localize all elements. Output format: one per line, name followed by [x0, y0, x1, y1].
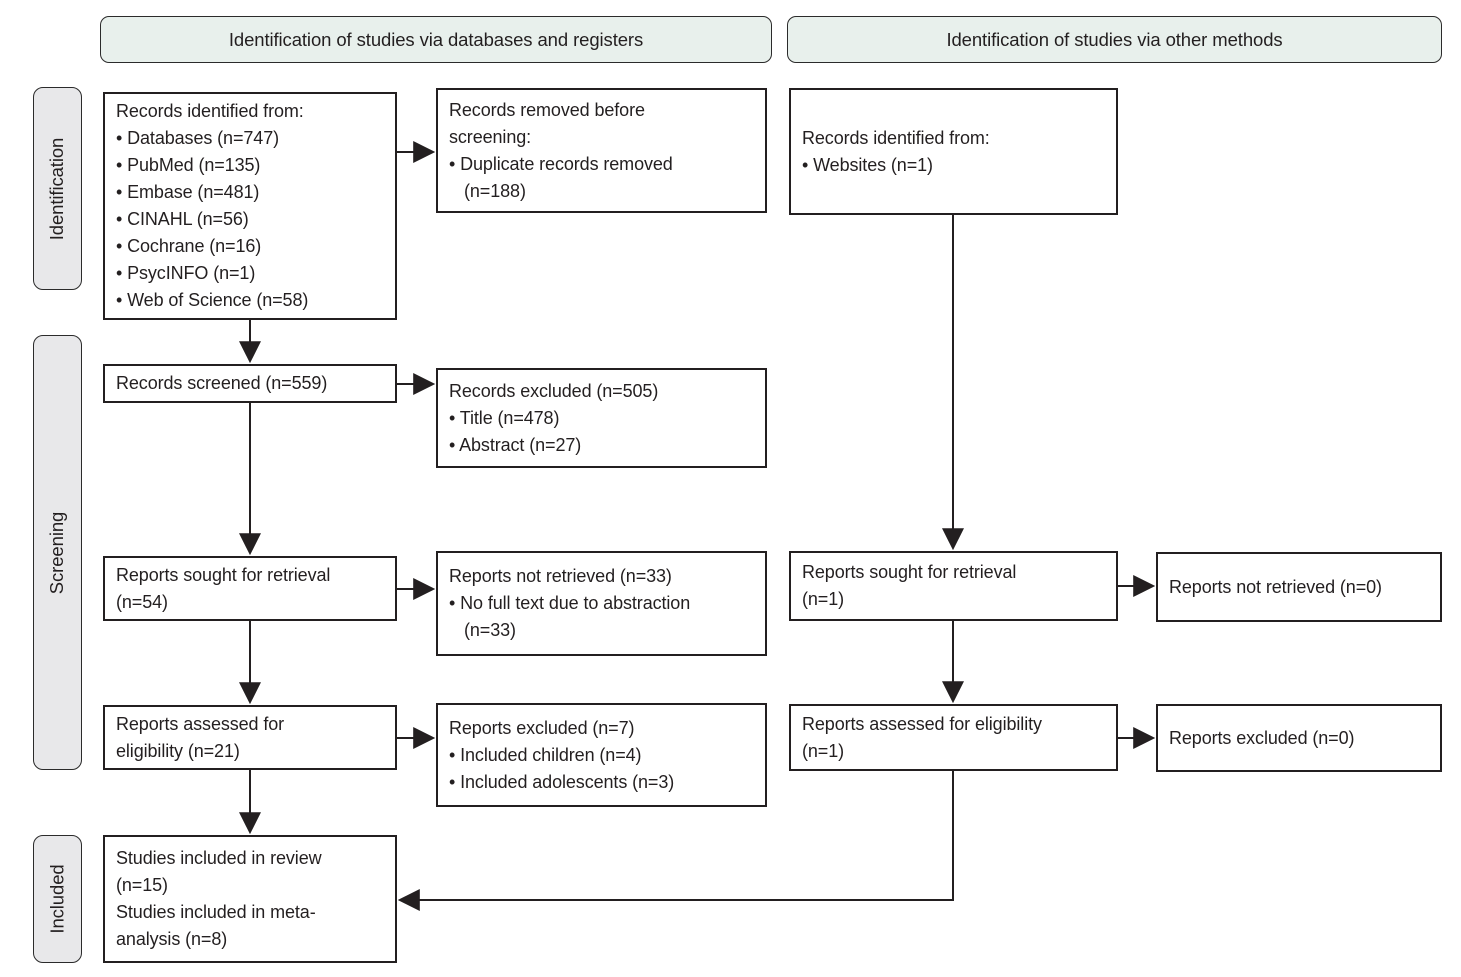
header-other-methods: Identification of studies via other meth… — [787, 16, 1442, 63]
header-databases-registers-label: Identification of studies via databases … — [228, 28, 644, 50]
box-line: Records excluded (n=505) — [449, 380, 659, 401]
box-line: Reports sought for retrieval — [802, 562, 1017, 582]
box-line: • Websites (n=1) — [802, 154, 933, 175]
box-line: • CINAHL (n=56) — [116, 209, 249, 229]
reports-assessed-db-box: Reports assessed for eligibility (n=21) — [103, 705, 397, 770]
studies-included-box: Studies included in review (n=15) Studie… — [103, 835, 397, 963]
records-excluded-box: Records excluded (n=505) • Title (n=478)… — [436, 368, 767, 468]
records-identified-db-box: Records identified from: • Databases (n=… — [103, 92, 397, 320]
box-line: (n=1) — [802, 589, 845, 609]
box-line: Reports sought for retrieval — [116, 564, 331, 585]
box-line: Records identified from: — [116, 101, 304, 121]
box-line: Reports assessed for eligibility — [802, 713, 1042, 734]
box-line: • Duplicate records removed — [449, 153, 673, 174]
reports-not-retrieved-db-box: Reports not retrieved (n=33) • No full t… — [436, 551, 767, 656]
box-line: analysis (n=8) — [116, 929, 228, 949]
reports-excluded-db-box: Reports excluded (n=7) • Included childr… — [436, 703, 767, 807]
reports-excluded-other-box: Reports excluded (n=0) — [1156, 704, 1442, 772]
box-line: screening: — [449, 126, 532, 147]
box-line: • No full text due to abstraction — [449, 593, 691, 613]
stage-label-screening-text: Screening — [46, 511, 68, 594]
records-removed-box: Records removed before screening: • Dupl… — [436, 88, 767, 213]
box-line: (n=15) — [116, 875, 168, 895]
reports-sought-db-box: Reports sought for retrieval (n=54) — [103, 556, 397, 621]
stage-label-screening: Screening — [33, 335, 82, 770]
box-line: (n=1) — [802, 740, 845, 761]
box-line: Studies included in meta- — [116, 902, 316, 922]
records-identified-other-box: Records identified from: • Websites (n=1… — [789, 88, 1118, 215]
box-line: • Web of Science (n=58) — [116, 290, 309, 310]
box-line: • Abstract (n=27) — [449, 434, 582, 455]
box-line: (n=54) — [116, 591, 168, 612]
stage-label-identification: Identification — [33, 87, 82, 290]
stage-label-identification-text: Identification — [46, 137, 68, 240]
box-line: • PsycINFO (n=1) — [116, 263, 256, 283]
reports-sought-other-box: Reports sought for retrieval (n=1) — [789, 551, 1118, 621]
box-line: Records screened (n=559) — [116, 373, 328, 393]
box-line: • Title (n=478) — [449, 407, 560, 428]
box-line: Reports excluded (n=7) — [449, 717, 635, 738]
box-line: • PubMed (n=135) — [116, 155, 261, 175]
box-line: • Included children (n=4) — [449, 744, 642, 765]
box-line: Records removed before — [449, 99, 645, 120]
box-line: • Cochrane (n=16) — [116, 236, 262, 256]
box-line: • Databases (n=747) — [116, 128, 280, 148]
records-screened-box: Records screened (n=559) — [103, 364, 397, 403]
box-line: Studies included in review — [116, 848, 322, 868]
box-line: • Embase (n=481) — [116, 182, 260, 202]
box-line: Reports not retrieved (n=33) — [449, 566, 672, 586]
box-line: • Included adolescents (n=3) — [449, 771, 675, 792]
box-line: Reports assessed for — [116, 713, 285, 734]
box-line: Records identified from: — [802, 127, 990, 148]
box-line: Reports excluded (n=0) — [1169, 727, 1355, 748]
box-line: Reports not retrieved (n=0) — [1169, 576, 1382, 597]
box-line: eligibility (n=21) — [116, 740, 240, 761]
header-databases-registers: Identification of studies via databases … — [100, 16, 772, 63]
box-line: (n=188) — [464, 180, 526, 201]
reports-assessed-other-box: Reports assessed for eligibility (n=1) — [789, 704, 1118, 771]
stage-label-included: Included — [33, 835, 82, 963]
stage-label-included-text: Included — [46, 864, 68, 934]
header-other-methods-label: Identification of studies via other meth… — [946, 28, 1283, 50]
reports-not-retrieved-other-box: Reports not retrieved (n=0) — [1156, 552, 1442, 622]
box-line: (n=33) — [464, 620, 516, 640]
